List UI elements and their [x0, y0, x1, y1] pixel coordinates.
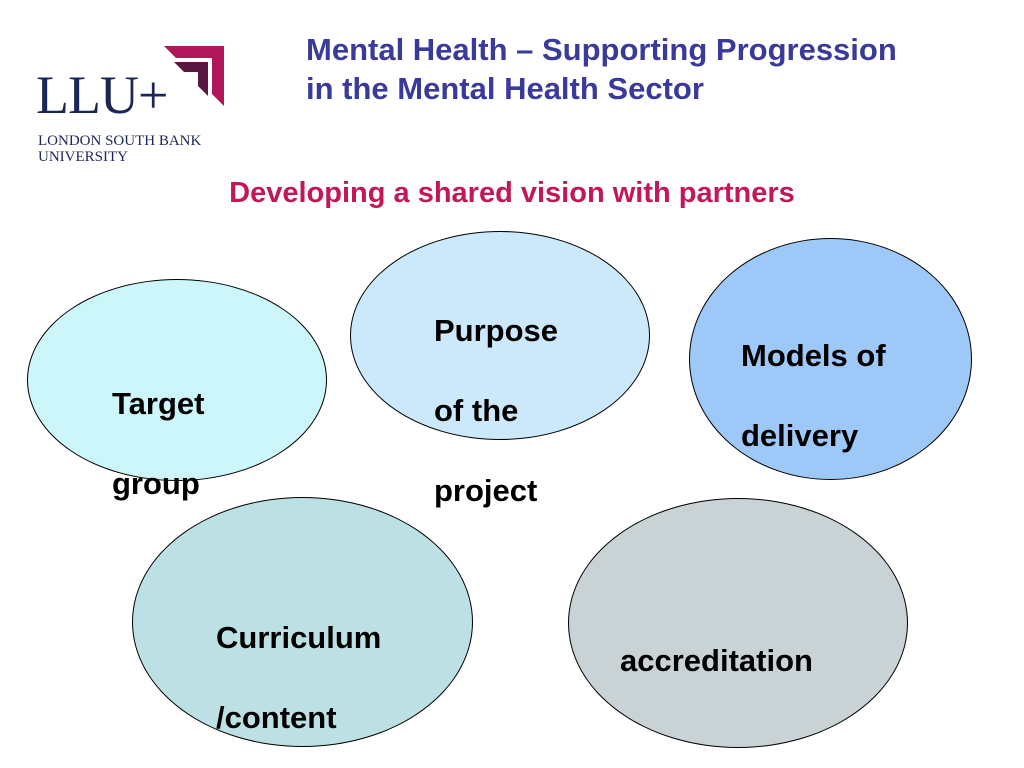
- bubble-target-group-line2: group: [112, 466, 200, 501]
- slide-subtitle: Developing a shared vision with partners: [229, 177, 795, 209]
- page-title: Mental Health – Supporting Progression i…: [306, 30, 986, 108]
- bubble-purpose-line3: project: [434, 473, 538, 508]
- logo-wordmark: LLU+: [36, 65, 168, 125]
- bubble-accreditation-line1: accreditation: [620, 643, 813, 678]
- page-title-line1: Mental Health – Supporting Progression: [306, 32, 897, 67]
- page-title-line2: in the Mental Health Sector: [306, 71, 704, 106]
- logo-org-line1: LONDON SOUTH BANK: [38, 133, 202, 149]
- bubble-accreditation-label: accreditation: [620, 601, 813, 721]
- bubble-purpose-line1: Purpose: [434, 313, 559, 348]
- logo-org-line2: UNIVERSITY: [38, 149, 128, 165]
- bubble-curriculum-line1: Curriculum: [216, 620, 382, 655]
- bubble-models-line2: delivery: [741, 418, 859, 453]
- bubble-curriculum: [132, 497, 473, 747]
- bubble-models-line1: Models of: [741, 338, 886, 373]
- bubble-target-group-label: Target group: [112, 344, 204, 544]
- llu-logo: LLU+ LONDON SOUTH BANK UNIVERSITY: [36, 40, 236, 170]
- bubble-curriculum-label: Curriculum /content: [216, 578, 381, 768]
- bubble-target-group: [27, 279, 327, 481]
- logo-org-name: LONDON SOUTH BANK UNIVERSITY: [38, 133, 201, 165]
- bubble-purpose: [350, 231, 650, 440]
- bubble-purpose-label: Purpose of the project: [434, 271, 558, 551]
- bubble-curriculum-line2: /content: [216, 700, 337, 735]
- bubble-models-of-delivery: [689, 238, 972, 480]
- bubble-models-label: Models of delivery: [741, 296, 886, 496]
- bubble-purpose-line2: of the: [434, 393, 519, 428]
- bubble-target-group-line1: Target: [112, 386, 205, 421]
- logo-corner-mark-icon: [164, 46, 224, 106]
- bubble-accreditation: [568, 498, 908, 748]
